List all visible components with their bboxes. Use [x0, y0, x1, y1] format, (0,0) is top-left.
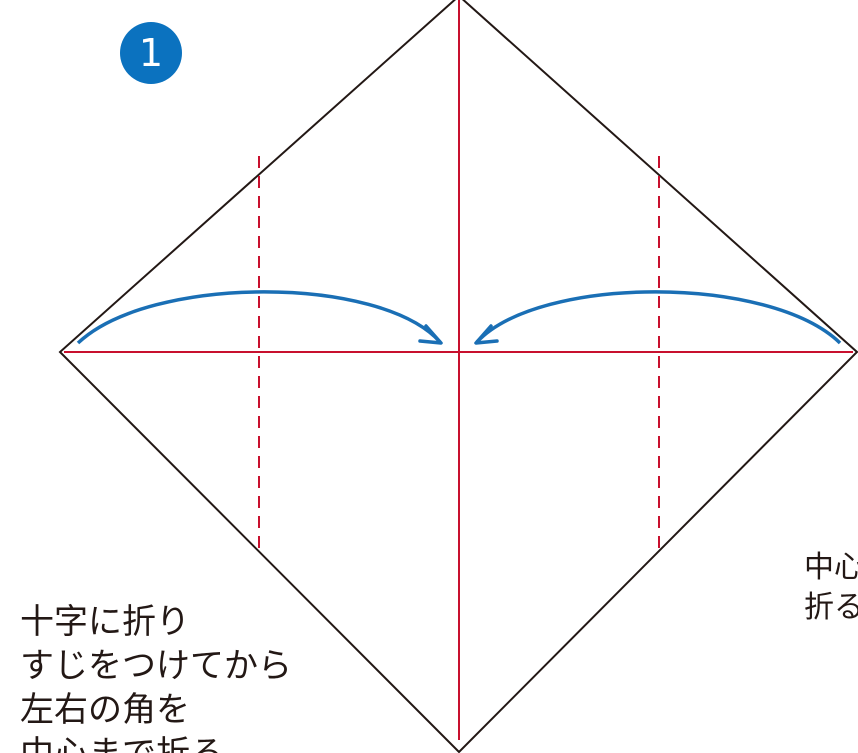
step-number-badge: 1: [120, 22, 182, 84]
instruction-line: 中心: [804, 550, 858, 585]
instruction-text-right: 中心 折る: [804, 548, 858, 628]
instruction-line: すじをつけてから: [20, 646, 292, 686]
right-arrowhead: [474, 324, 499, 345]
instruction-line: 十字に折り: [20, 602, 190, 642]
instruction-line: 折る: [804, 590, 858, 625]
right-fold-arrow: [475, 290, 842, 345]
instruction-text-left: 十字に折り すじをつけてから 左右の角を 中心まで折る: [20, 600, 292, 753]
step-number: 1: [138, 31, 164, 75]
instruction-line: 中心まで折る: [20, 732, 292, 753]
left-fold-arrow: [76, 290, 442, 345]
instruction-line: 左右の角を: [20, 690, 190, 730]
left-arrowhead: [418, 324, 443, 345]
